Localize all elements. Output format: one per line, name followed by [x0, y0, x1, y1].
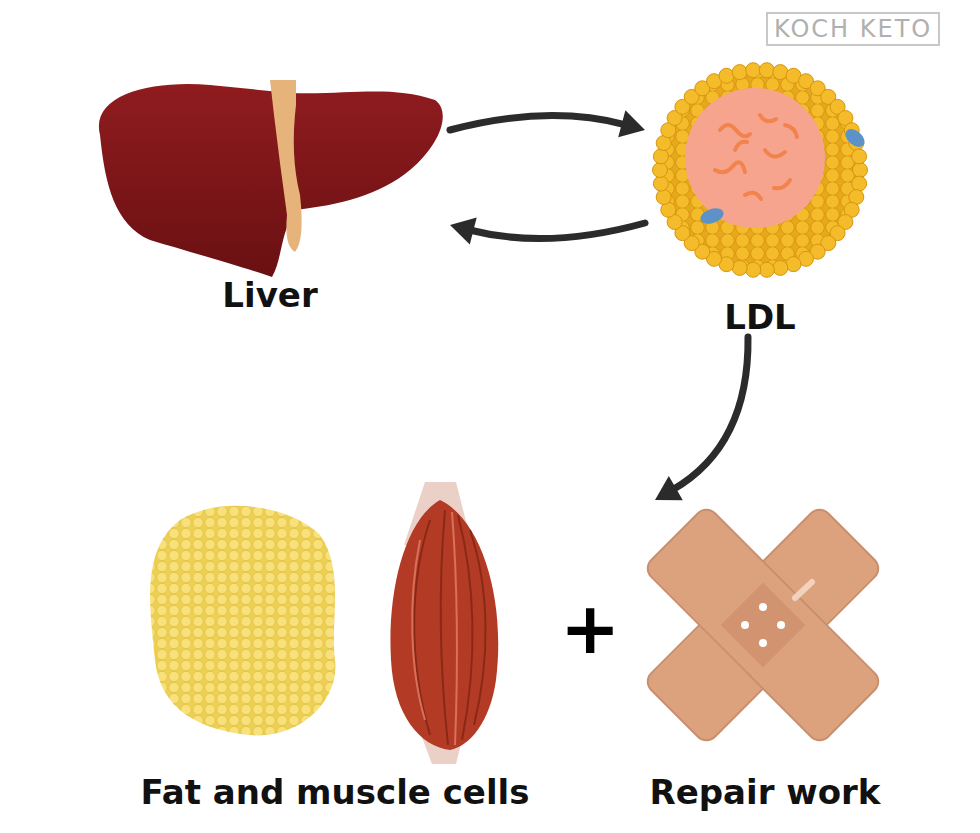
node-label: Repair work	[650, 772, 881, 812]
node-label: Fat and muscle cells	[141, 772, 530, 812]
liver-node: Liver	[90, 75, 450, 315]
node-label: LDL	[724, 297, 796, 337]
fat-illustration	[140, 490, 350, 750]
ldl-particle	[653, 63, 868, 278]
liver-illustration	[99, 80, 443, 277]
ldl-node: LDL	[645, 55, 875, 337]
curved-arrow	[655, 337, 748, 500]
curved-arrow	[450, 110, 645, 137]
watermark: KOCH KETO	[766, 12, 940, 46]
plus-sign: +	[560, 588, 620, 668]
node-label: Liver	[222, 275, 317, 315]
bandage-illustration	[643, 505, 883, 745]
repair-node: Repair work	[640, 500, 890, 812]
curved-arrow	[450, 217, 645, 244]
muscle-illustration	[390, 482, 498, 764]
cells-node: Fat and muscle cells	[100, 480, 570, 812]
